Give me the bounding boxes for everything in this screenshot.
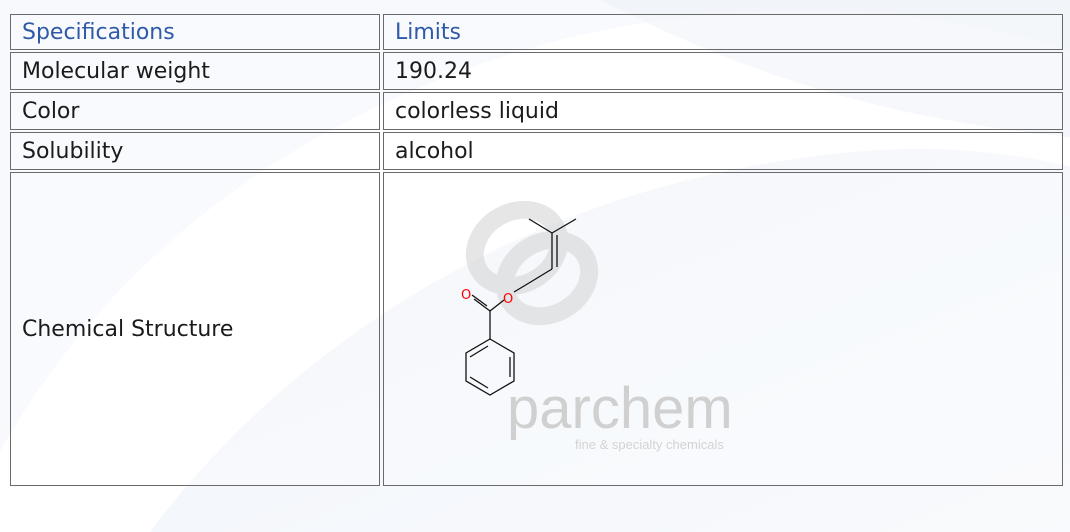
oxygen-atom-carbonyl: O <box>461 288 471 303</box>
table-row: Molecular weight 190.24 <box>10 52 1063 90</box>
chemical-structure-cell: parchem fine & specialty chemicals <box>383 172 1063 486</box>
watermark-name: parchem <box>507 376 733 441</box>
table-row-structure: Chemical Structure parchem fine & specia… <box>10 172 1063 486</box>
header-limits: Limits <box>383 14 1063 50</box>
molecule-bonds <box>465 218 577 396</box>
structure-svg: parchem fine & specialty chemicals <box>461 200 733 452</box>
watermark-tagline: fine & specialty chemicals <box>575 437 724 452</box>
structure-image: parchem fine & specialty chemicals <box>384 173 1044 485</box>
oxygen-atom-ester: O <box>503 292 513 307</box>
row-value-color: colorless liquid <box>383 92 1063 130</box>
table-row: Solubility alcohol <box>10 132 1063 170</box>
table-header-row: Specifications Limits <box>10 14 1063 50</box>
header-specifications: Specifications <box>10 14 380 50</box>
row-label-chemical-structure: Chemical Structure <box>10 172 380 486</box>
table-row: Color colorless liquid <box>10 92 1063 130</box>
row-label-color: Color <box>10 92 380 130</box>
row-label-molecular-weight: Molecular weight <box>10 52 380 90</box>
row-value-molecular-weight: 190.24 <box>383 52 1063 90</box>
row-value-solubility: alcohol <box>383 132 1063 170</box>
row-label-solubility: Solubility <box>10 132 380 170</box>
parchem-logo-watermark <box>465 200 599 326</box>
specifications-table: Specifications Limits Molecular weight 1… <box>7 12 1066 488</box>
